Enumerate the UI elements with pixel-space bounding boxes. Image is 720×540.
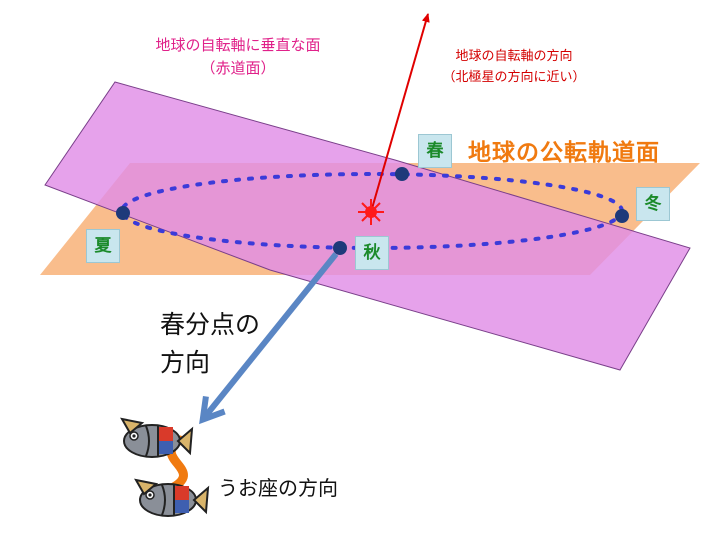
earth-position-winter bbox=[615, 209, 629, 223]
rotation-axis-arrow bbox=[370, 13, 430, 213]
equatorial-plane-label: 地球の自転軸に垂直な面 （赤道面） bbox=[118, 34, 358, 80]
vernal-equinox-arrow bbox=[199, 252, 339, 425]
earth-position-spring bbox=[395, 167, 409, 181]
earth-position-summer bbox=[116, 206, 130, 220]
rotation-axis-label: 地球の自転軸の方向 （北極星の方向に近い） bbox=[414, 46, 614, 88]
rotation-axis-label-line2: （北極星の方向に近い） bbox=[442, 70, 586, 85]
vernal-equinox-label: 春分点の方向 bbox=[160, 310, 261, 377]
equatorial-plane-label-line2: （赤道面） bbox=[200, 59, 276, 77]
sun-icon bbox=[358, 199, 384, 225]
rotation-axis-label-line1: 地球の自転軸の方向 bbox=[455, 49, 573, 64]
pisces-direction-label: うお座の方向 bbox=[218, 476, 338, 500]
orbital-plane-label: 地球の公転軌道面 bbox=[468, 140, 660, 166]
season-label-winter: 冬 bbox=[636, 187, 670, 221]
earth-position-autumn bbox=[333, 241, 347, 255]
equatorial-plane bbox=[44, 81, 691, 371]
equatorial-plane-label-line1: 地球の自転軸に垂直な面 bbox=[155, 36, 321, 54]
season-label-autumn: 秋 bbox=[355, 236, 389, 270]
pisces-fish-icon bbox=[120, 417, 210, 517]
season-label-spring: 春 bbox=[418, 134, 452, 168]
season-label-summer: 夏 bbox=[86, 229, 120, 263]
